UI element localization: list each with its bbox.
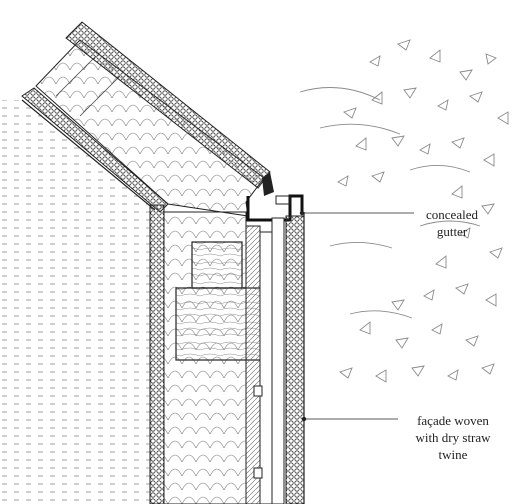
tree-foliage [299, 39, 509, 383]
annotation-concealed-gutter: concealed gutter [418, 206, 486, 240]
cavity-layers [245, 225, 273, 504]
facade-woven-layer [271, 212, 305, 504]
interior-wall [0, 100, 158, 504]
concealed-gutter [246, 194, 304, 222]
leader-lines [299, 210, 414, 422]
roof-slope-upper [65, 21, 274, 196]
annotation-facade-woven: façade woven with dry straw twine [398, 412, 508, 463]
annotation-facade-line3: twine [438, 447, 468, 462]
annotation-facade-line1: façade woven [417, 413, 489, 428]
annotation-facade-line2: with dry straw [415, 430, 491, 445]
annotation-gutter-line2: gutter [436, 224, 468, 239]
wall-thatch-band [149, 204, 165, 504]
annotation-gutter-line1: concealed [426, 207, 478, 222]
